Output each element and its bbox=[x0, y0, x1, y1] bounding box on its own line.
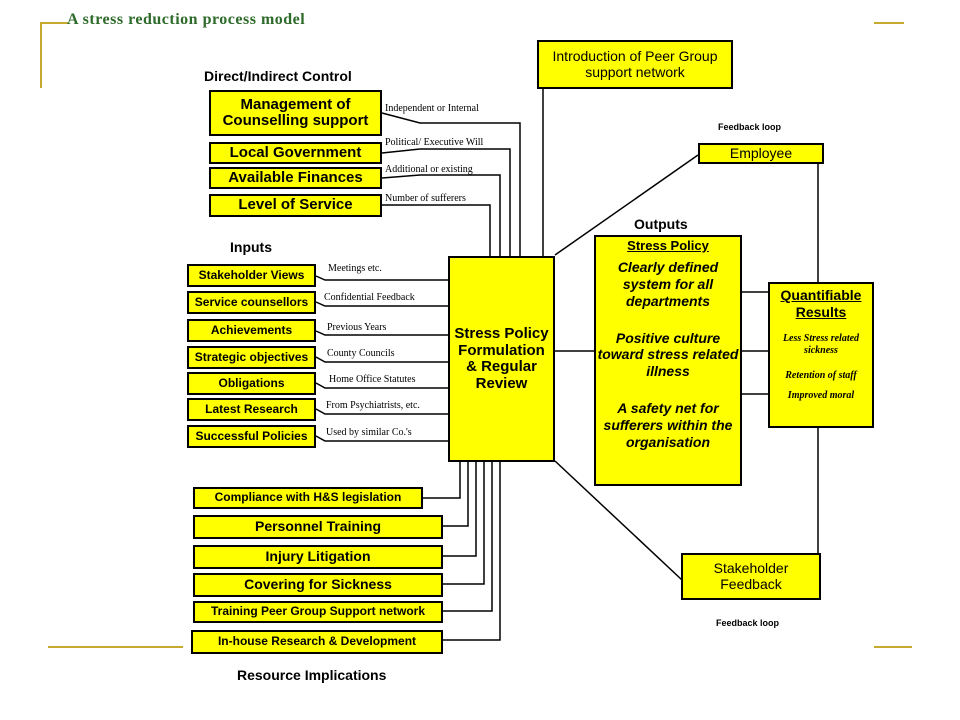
control-heading: Direct/Indirect Control bbox=[204, 68, 352, 84]
note-finances: Additional or existing bbox=[385, 164, 473, 175]
output-item: Positive culture toward stress related i… bbox=[597, 329, 739, 380]
box-stakeholder-feedback: Stakeholder Feedback bbox=[681, 553, 821, 600]
frame-line-top-left bbox=[40, 22, 68, 24]
connector-achievements bbox=[315, 330, 448, 336]
outputs-list: Stress Policy Clearly defined system for… bbox=[596, 237, 740, 450]
box-outputs: Stress Policy Clearly defined system for… bbox=[594, 235, 742, 486]
box-peer-group: Introduction of Peer Group support netwo… bbox=[537, 40, 733, 89]
connector-stakeholder-views bbox=[315, 275, 448, 281]
result-item: Improved moral bbox=[787, 390, 855, 402]
box-level-of-service: Level of Service bbox=[209, 194, 382, 217]
output-item: Clearly defined system for all departmen… bbox=[617, 259, 719, 309]
note-research: From Psychiatrists, etc. bbox=[326, 400, 420, 411]
box-available-finances: Available Finances bbox=[209, 167, 382, 189]
resources-heading: Resource Implications bbox=[237, 667, 387, 683]
connector-obligations bbox=[315, 382, 448, 389]
connector-local-gov bbox=[381, 148, 511, 258]
slide-title: A stress reduction process model bbox=[67, 11, 306, 28]
box-hs-compliance: Compliance with H&S legislation bbox=[193, 487, 423, 509]
box-achievements: Achievements bbox=[187, 319, 316, 342]
connector-strategic bbox=[315, 356, 448, 363]
connector-peer-training bbox=[443, 462, 493, 612]
box-inhouse-research: In-house Research & Development bbox=[191, 630, 443, 654]
note-local-gov: Political/ Executive Will bbox=[385, 137, 484, 148]
note-service: Number of sufferers bbox=[385, 193, 466, 204]
note-strategic: County Councils bbox=[327, 348, 395, 359]
box-successful-policies: Successful Policies bbox=[187, 425, 316, 448]
result-item: Retention of staff bbox=[785, 369, 857, 381]
box-stakeholder-views: Stakeholder Views bbox=[187, 264, 316, 287]
box-injury-litigation: Injury Litigation bbox=[193, 545, 443, 569]
note-policies: Used by similar Co.'s bbox=[326, 427, 412, 438]
frame-line-bottom-left bbox=[48, 646, 183, 648]
connector-employee bbox=[554, 154, 699, 256]
frame-line-top-right bbox=[874, 22, 904, 24]
connector-finances bbox=[381, 174, 501, 258]
box-covering-sickness: Covering for Sickness bbox=[193, 573, 443, 597]
note-counselling: Independent or Internal bbox=[385, 103, 479, 114]
outputs-heading: Outputs bbox=[634, 216, 688, 232]
connector-rnd bbox=[443, 462, 501, 641]
box-strategic-objectives: Strategic objectives bbox=[187, 346, 316, 369]
connector-policies bbox=[315, 435, 448, 442]
connector-feedback-stakeholder bbox=[554, 460, 683, 581]
note-obligations: Home Office Statutes bbox=[329, 374, 416, 385]
connector-training bbox=[443, 462, 469, 527]
note-service-counsellors: Confidential Feedback bbox=[324, 292, 415, 303]
output-item: A safety net for sufferers within the or… bbox=[603, 400, 733, 450]
results-title: Quantifiable Results bbox=[780, 287, 862, 320]
connector-counselling bbox=[381, 112, 521, 258]
box-obligations: Obligations bbox=[187, 372, 316, 395]
inputs-heading: Inputs bbox=[230, 239, 272, 255]
connector-litigation bbox=[443, 462, 477, 557]
frame-line-bottom-right bbox=[874, 646, 912, 648]
note-stakeholder-views: Meetings etc. bbox=[328, 263, 382, 274]
connector-service-counsellors bbox=[315, 301, 448, 307]
box-peer-support-training: Training Peer Group Support network bbox=[193, 601, 443, 623]
outputs-title: Stress Policy bbox=[627, 238, 709, 253]
box-personnel-training: Personnel Training bbox=[193, 515, 443, 539]
box-latest-research: Latest Research bbox=[187, 398, 316, 421]
result-item: Less Stress related sickness bbox=[782, 332, 860, 357]
connector-sickness bbox=[443, 462, 485, 585]
connector-research bbox=[315, 408, 448, 415]
box-local-government: Local Government bbox=[209, 142, 382, 164]
stakeholder-feedback-label: Feedback loop bbox=[716, 618, 780, 628]
box-employee: Employee bbox=[698, 143, 824, 164]
note-achievements: Previous Years bbox=[327, 322, 387, 333]
employee-feedback-label: Feedback loop bbox=[718, 122, 782, 132]
box-counselling-management: Management of Counselling support bbox=[209, 90, 382, 136]
box-service-counsellors: Service counsellors bbox=[187, 291, 316, 314]
box-quantifiable-results: Quantifiable Results Less Stress related… bbox=[768, 282, 874, 428]
connector-hs bbox=[423, 462, 461, 499]
box-stress-policy-formulation: Stress Policy Formulation & Regular Revi… bbox=[448, 256, 555, 462]
connector-service bbox=[382, 204, 491, 258]
frame-line-left bbox=[40, 22, 42, 88]
